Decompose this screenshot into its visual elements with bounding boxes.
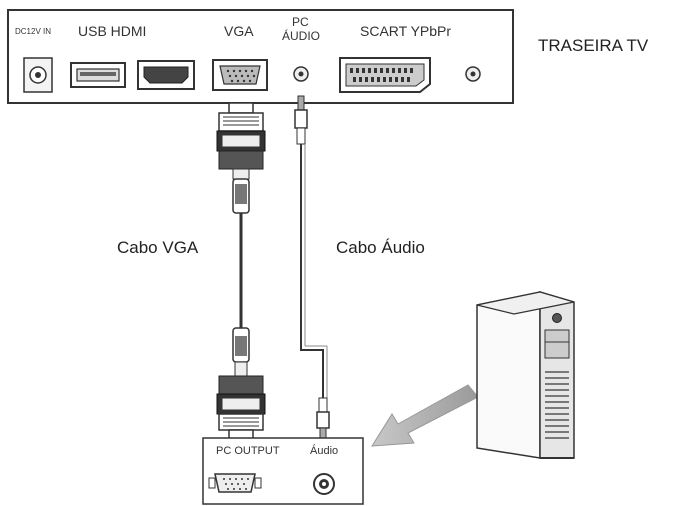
pc-label: PC bbox=[292, 15, 309, 29]
audio-label: ÁUDIO bbox=[282, 29, 321, 43]
tv-vga-port bbox=[212, 59, 268, 91]
traseira-tv-title: TRASEIRA TV bbox=[538, 36, 649, 55]
pc-tower-icon bbox=[476, 290, 575, 459]
scart-port bbox=[339, 57, 431, 93]
hdmi-port bbox=[137, 60, 195, 90]
scart-ypbpr-label: SCART YPbPr bbox=[360, 23, 452, 39]
vga-cable bbox=[216, 102, 266, 441]
dc-in-label: DC12V IN bbox=[15, 27, 52, 36]
dc-in-port bbox=[23, 57, 53, 93]
pc-output-label: PC OUTPUT bbox=[216, 445, 280, 457]
audio-cable bbox=[294, 95, 330, 439]
audio-cable-label: Cabo Áudio bbox=[336, 238, 425, 257]
pc-audio-label: Áudio bbox=[310, 445, 339, 457]
ypbpr-jack bbox=[465, 66, 481, 82]
direction-arrow bbox=[371, 384, 479, 447]
tv-pc-audio-jack bbox=[293, 66, 309, 82]
pc-vga-port bbox=[208, 473, 262, 493]
usb-hdmi-label: USB HDMI bbox=[78, 23, 147, 39]
pc-output-panel bbox=[202, 437, 364, 505]
vga-cable-label: Cabo VGA bbox=[117, 238, 199, 257]
usb-port bbox=[70, 62, 126, 88]
pc-audio-jack bbox=[313, 473, 335, 495]
vga-label: VGA bbox=[224, 23, 254, 39]
